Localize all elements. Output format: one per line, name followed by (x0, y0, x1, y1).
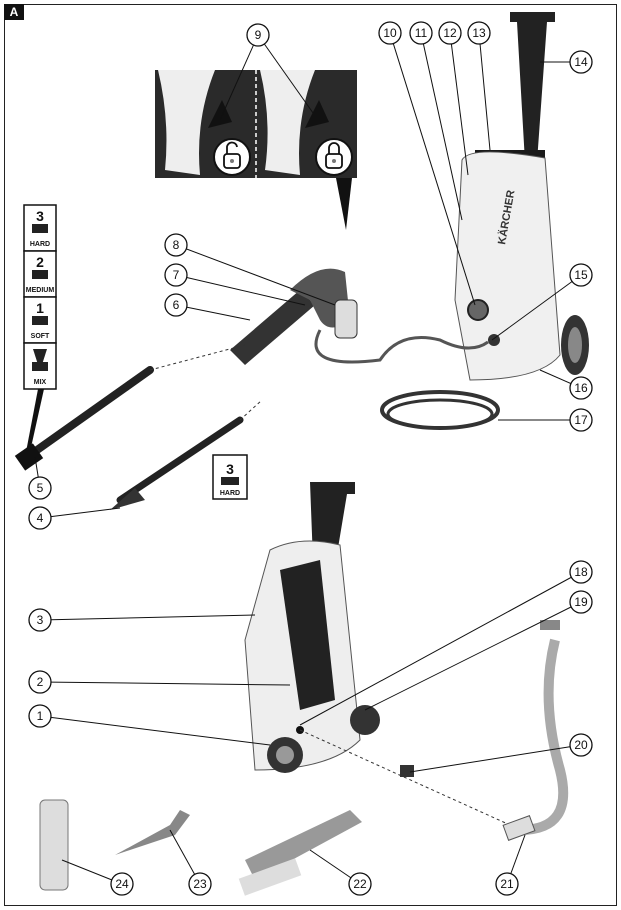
callout-number: 20 (574, 738, 588, 752)
lock-inset (155, 70, 357, 230)
callout-number: 9 (255, 28, 262, 42)
callout-number: 24 (115, 877, 129, 891)
pressure-washer-front-view: KÄRCHER (314, 12, 589, 430)
callout-number: 10 (383, 26, 397, 40)
callout-21: 21 (495, 834, 526, 896)
callout-4: 4 (28, 506, 121, 530)
level-label: MEDIUM (26, 287, 55, 294)
callout-14: 14 (540, 50, 593, 74)
level-label: MIX (34, 379, 47, 386)
callout-2: 2 (28, 670, 291, 694)
callout-number: 6 (173, 298, 180, 312)
accessories (39, 620, 569, 896)
svg-text:3: 3 (226, 461, 234, 477)
callout-number: 23 (193, 877, 207, 891)
svg-text:HARD: HARD (220, 490, 240, 497)
lock-closed-icon (315, 138, 353, 176)
callout-number: 21 (500, 877, 514, 891)
pressure-washer-rear-view (244, 482, 511, 826)
callout-3: 3 (28, 608, 256, 632)
level-number: 3 (36, 208, 44, 224)
callout-8: 8 (164, 233, 336, 306)
callout-5: 5 (28, 456, 52, 500)
figure-frame (4, 4, 617, 906)
callout-number: 3 (37, 613, 44, 627)
callout-number: 2 (37, 675, 44, 689)
callout-16: 16 (539, 369, 593, 400)
callout-number: 7 (173, 268, 180, 282)
callout-19: 19 (364, 590, 593, 711)
callout-6: 6 (164, 293, 251, 321)
callout-1: 1 (28, 704, 271, 746)
callout-number: 22 (353, 877, 367, 891)
callout-24: 24 (61, 859, 134, 896)
level-label: HARD (30, 241, 50, 248)
callout-22: 22 (309, 849, 372, 896)
figure-label: A (4, 4, 24, 20)
callout-23: 23 (169, 829, 212, 896)
level-number: 1 (36, 300, 44, 316)
callout-15: 15 (491, 263, 593, 341)
callout-12: 12 (438, 21, 469, 176)
callout-11: 11 (409, 21, 463, 221)
callout-number: 14 (574, 55, 588, 69)
callout-10: 10 (378, 21, 476, 306)
callout-17: 17 (498, 408, 593, 432)
callout-number: 13 (472, 26, 486, 40)
callout-9: 9 (219, 23, 319, 121)
callout-number: 16 (574, 381, 588, 395)
spray-gun (230, 268, 358, 365)
callout-number: 4 (37, 511, 44, 525)
callout-number: 12 (443, 26, 457, 40)
callout-number: 17 (574, 413, 588, 427)
nozzle-level-mix: MIX (23, 342, 57, 390)
callout-number: 19 (574, 595, 588, 609)
callout-number: 1 (37, 709, 44, 723)
callout-20: 20 (409, 733, 593, 773)
callout-number: 5 (37, 481, 44, 495)
callout-13: 13 (467, 21, 491, 151)
level-number: 2 (36, 254, 44, 270)
callout-number: 11 (415, 26, 428, 40)
rod-hard-badge: 3 HARD (212, 454, 248, 500)
level-label: SOFT (31, 333, 50, 340)
callout-number: 15 (574, 268, 588, 282)
callout-number: 8 (173, 238, 180, 252)
lances (14, 344, 263, 510)
callout-7: 7 (164, 263, 306, 306)
lock-open-icon (213, 138, 251, 176)
callout-18: 18 (299, 560, 593, 726)
callout-number: 18 (574, 565, 588, 579)
